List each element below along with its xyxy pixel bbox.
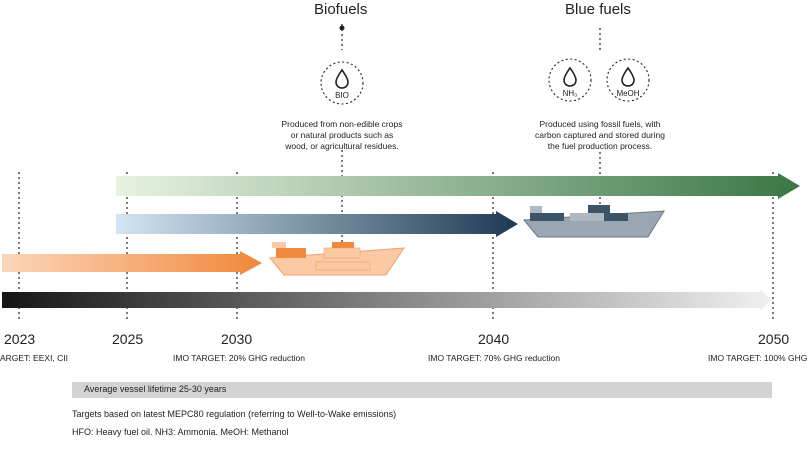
blue-fuels-title: Blue fuels — [565, 1, 631, 18]
target-2030: IMO TARGET: 20% GHG reduction — [173, 353, 305, 363]
target-2023: ARGET: EEXI, CII — [0, 353, 69, 363]
footnote-regulation: Targets based on latest MEPC80 regulatio… — [72, 409, 397, 419]
year-2025: 2025 — [112, 331, 144, 347]
blue-fuels-description-line: carbon captured and stored during — [535, 130, 665, 140]
green-arrow — [116, 173, 800, 199]
blue-ship-icon — [522, 205, 665, 238]
methanol-drop-icon: MeOH — [606, 58, 650, 102]
vessel-lifetime-label: Average vessel lifetime 25-30 years — [84, 384, 227, 394]
blue-fuels-description-line: the fuel production process. — [547, 141, 653, 151]
target-2050: IMO TARGET: 100% GHG — [708, 353, 807, 363]
year-2023: 2023 — [4, 331, 36, 347]
methanol-icon-label: MeOH — [616, 89, 639, 98]
ammonia-drop-icon: NH₃ — [548, 58, 592, 102]
black-arrow — [2, 290, 772, 310]
bio-connector-dot — [339, 25, 345, 31]
blue-fuels-description-line: Produced using fossil fuels, with — [539, 119, 661, 129]
biofuels-description-line: or natural products such as — [290, 130, 394, 140]
vessel-lifetime-bar: Average vessel lifetime 25-30 years — [72, 382, 772, 398]
bio-icon-label: BIO — [335, 91, 349, 100]
bio-ship-icon — [269, 242, 405, 276]
blue-fuels-description: Produced using fossil fuels, with carbon… — [516, 119, 684, 152]
biofuels-description-line: Produced from non-edible crops — [281, 119, 403, 129]
target-2040: IMO TARGET: 70% GHG reduction — [428, 353, 560, 363]
blue-arrow — [116, 211, 518, 237]
biofuels-title: Biofuels — [314, 1, 368, 18]
year-2040: 2040 — [478, 331, 510, 347]
year-2050: 2050 — [758, 331, 790, 347]
footnote-abbreviations: HFO: Heavy fuel oil. NH3: Ammonia. MeOH:… — [72, 427, 289, 437]
biofuels-description: Produced from non-edible crops or natura… — [262, 119, 422, 152]
biofuels-description-line: wood, or agricultural residues. — [285, 141, 399, 151]
bio-icon: BIO — [320, 61, 364, 105]
ammonia-icon-label: NH₃ — [563, 89, 578, 98]
orange-arrow — [2, 251, 262, 275]
year-2030: 2030 — [221, 331, 253, 347]
